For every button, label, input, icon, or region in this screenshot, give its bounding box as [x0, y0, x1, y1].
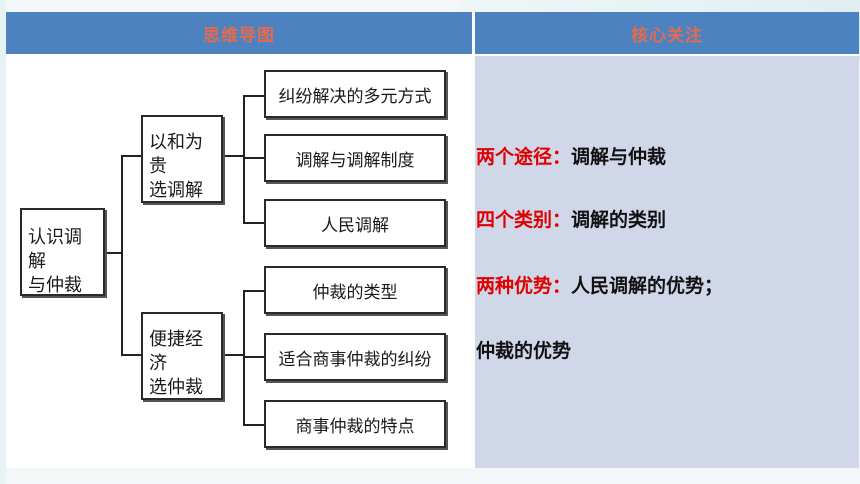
focus-label: 两个途径：: [476, 146, 572, 168]
root-line1: 认识调解: [28, 227, 82, 272]
branch2-line2: 选仲裁: [149, 377, 203, 398]
branch1-line2: 选调解: [149, 180, 203, 201]
focus-item-categories: 四个类别：调解的类别: [476, 205, 666, 232]
connector-root-v: [121, 155, 123, 355]
mindmap-leaf: 适合商事仲裁的纠纷: [264, 333, 446, 381]
connector-leaf5: [243, 356, 265, 358]
focus-text: 调解的类别: [571, 209, 667, 231]
connector-leaf4: [243, 290, 265, 292]
branch1-line1: 以和为贵: [149, 132, 203, 177]
header-mindmap: 思维导图: [6, 12, 472, 54]
connector-leaf1: [243, 95, 265, 97]
mindmap-root: 认识调解 与仲裁: [20, 208, 105, 296]
connector-leaf2: [243, 157, 265, 159]
mindmap-leaf: 人民调解: [264, 199, 446, 247]
mindmap-leaf: 仲裁的类型: [264, 266, 446, 314]
focus-text: 仲裁的优势: [476, 340, 572, 362]
focus-label: 两种优势：: [476, 275, 572, 297]
mindmap-branch-mediation: 以和为贵 选调解: [141, 115, 223, 203]
branch2-line1: 便捷经济: [149, 329, 203, 374]
connector-branch1-h: [222, 155, 244, 157]
mindmap-branch-arbitration: 便捷经济 选仲裁: [141, 312, 223, 400]
connector-leaf3: [243, 222, 265, 224]
focus-label: 四个类别：: [476, 209, 572, 231]
mindmap-leaf: 商事仲裁的特点: [264, 400, 446, 448]
root-line2: 与仲裁: [28, 275, 82, 296]
connector-branch2-h: [222, 354, 244, 356]
connector-leaf6: [243, 424, 265, 426]
header-focus: 核心关注: [475, 12, 859, 54]
focus-text: 调解与仲裁: [571, 146, 667, 168]
connector-root-h: [104, 252, 122, 254]
focus-cell: [475, 56, 859, 468]
mindmap-leaf: 调解与调解制度: [264, 134, 446, 182]
connector-to-branch1: [121, 155, 141, 157]
focus-item-paths: 两个途径：调解与仲裁: [476, 142, 666, 169]
focus-item-advantages: 两种优势：人民调解的优势；: [476, 271, 723, 298]
connector-branch1-v: [243, 95, 245, 223]
background-left-strip: [0, 0, 6, 484]
focus-text: 人民调解的优势；: [571, 275, 724, 297]
focus-item-advantages-cont: 仲裁的优势: [476, 336, 571, 363]
mindmap-leaf: 纠纷解决的多元方式: [264, 70, 446, 118]
connector-to-branch2: [121, 354, 141, 356]
